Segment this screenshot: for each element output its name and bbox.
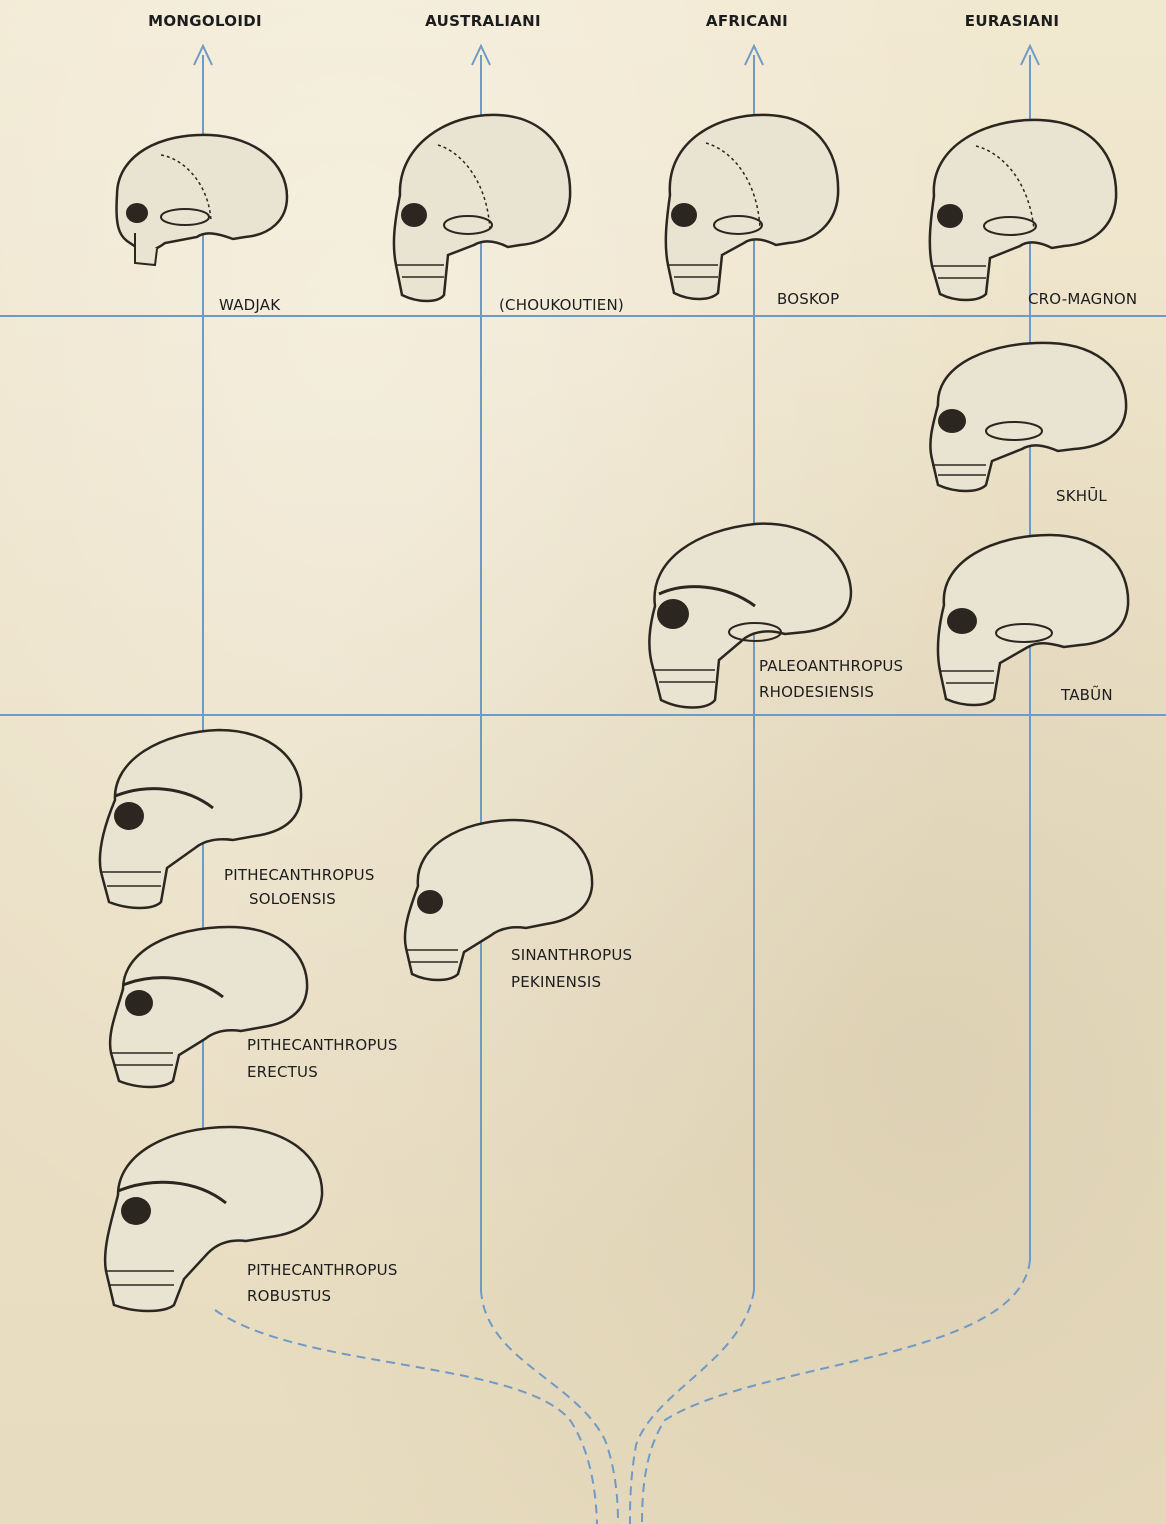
skull-wadjak xyxy=(105,125,295,270)
label-robustus-genus: PITHECANTHROPUS xyxy=(247,1261,398,1280)
dashed-origin-australiani xyxy=(481,1290,618,1524)
skull-choukoutien xyxy=(388,105,576,310)
dashed-origin-eurasiani xyxy=(642,1260,1030,1524)
label-sinanthropus-species: PEKINENSIS xyxy=(511,973,601,992)
skull-pithecanthropus-soloensis xyxy=(95,720,310,915)
label-tabun: TABŨN xyxy=(1061,686,1113,705)
heading-eurasiani: EURASIANI xyxy=(965,12,1059,30)
heading-mongoloidi: MONGOLOIDI xyxy=(148,12,262,30)
label-erectus-species: ERECTUS xyxy=(247,1063,318,1082)
skull-boskop xyxy=(660,105,844,305)
label-sinanthropus-genus: SINANTHROPUS xyxy=(511,946,632,965)
label-skhul: SKHŪL xyxy=(1056,487,1107,506)
heading-australiani: AUSTRALIANI xyxy=(425,12,541,30)
label-soloensis-species: SOLOENSIS xyxy=(249,890,336,909)
skull-skhul xyxy=(924,335,1134,495)
label-paleoanthropus-genus: PALEOANTHROPUS xyxy=(759,657,903,676)
label-soloensis-genus: PITHECANTHROPUS xyxy=(224,866,375,885)
label-erectus-genus: PITHECANTHROPUS xyxy=(247,1036,398,1055)
label-cro-magnon: CRO-MAGNON xyxy=(1028,290,1137,309)
label-choukoutien: (CHOUKOUTIEN) xyxy=(499,296,624,315)
label-boskop: BOSKOP xyxy=(777,290,839,309)
heading-africani: AFRICANI xyxy=(706,12,788,30)
label-robustus-species: ROBUSTUS xyxy=(247,1287,331,1306)
skull-pithecanthropus-robustus xyxy=(100,1115,330,1315)
skull-cro-magnon xyxy=(924,110,1124,305)
label-wadjak: WADJAK xyxy=(219,296,280,315)
skull-tabun xyxy=(932,525,1137,710)
label-paleoanthropus-species: RHODESIENSIS xyxy=(759,683,874,702)
dashed-origin-mongoloidi xyxy=(215,1310,597,1524)
